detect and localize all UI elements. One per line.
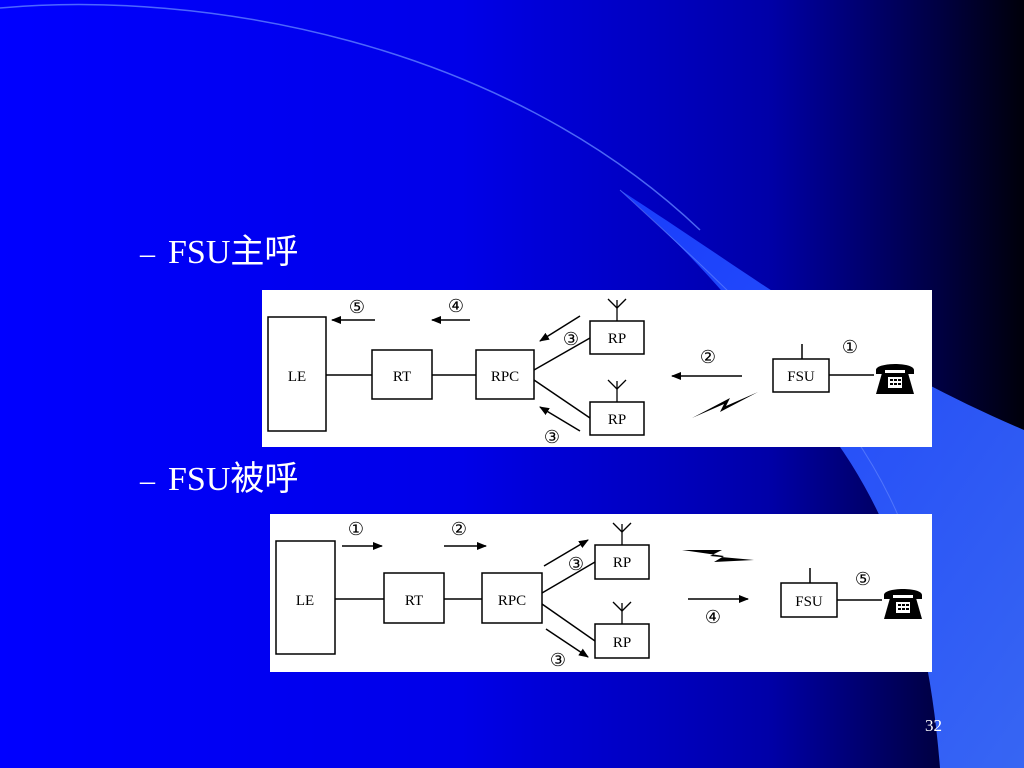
step-5-label: ⑤ bbox=[349, 297, 365, 317]
rp-top-label: RP bbox=[608, 331, 626, 347]
le-box bbox=[275, 540, 336, 655]
diagram-fsu-originating: LE RT RPC RP RP FSU ⑤ ④ ③ ③ ② ① bbox=[262, 290, 932, 447]
step-4-label: ④ bbox=[448, 296, 464, 316]
step-1-label: ① bbox=[842, 337, 858, 357]
step-2-label: ② bbox=[700, 347, 716, 367]
bullet-fsu-originating: –FSU主呼 bbox=[140, 236, 298, 270]
rpc-label: RPC bbox=[491, 369, 519, 385]
step-3-label: ③ bbox=[568, 554, 584, 574]
bullet-fsu-terminating: –FSU被呼 bbox=[140, 463, 298, 497]
fsu-label: FSU bbox=[787, 369, 815, 385]
le-box bbox=[267, 316, 327, 432]
lightning-icon bbox=[692, 392, 758, 418]
le-label: LE bbox=[288, 369, 306, 385]
step-3-label: ③ bbox=[563, 329, 579, 349]
antenna-icon bbox=[612, 601, 632, 624]
diagram-2-canvas: LE RT RPC RP RP FSU ① ② ③ ③ ④ ⑤ bbox=[275, 519, 922, 670]
step-5-label: ⑤ bbox=[855, 569, 871, 589]
le-label: LE bbox=[296, 593, 314, 609]
telephone-icon bbox=[876, 364, 914, 394]
rt-box bbox=[383, 572, 445, 624]
diagram-fsu-terminating: LE RT RPC RP RP FSU ① ② ③ ③ ④ ⑤ bbox=[270, 514, 932, 672]
bullet-text: FSU主呼 bbox=[168, 234, 299, 271]
step-4-label: ④ bbox=[705, 607, 721, 627]
step-3-label: ③ bbox=[544, 427, 560, 447]
step-1-label: ① bbox=[348, 519, 364, 539]
step-3-label: ③ bbox=[550, 650, 566, 670]
rt-label: RT bbox=[393, 369, 411, 385]
fsu-label: FSU bbox=[795, 594, 823, 610]
page-number: 32 bbox=[925, 716, 942, 735]
rp-top-label: RP bbox=[613, 555, 631, 571]
antenna-icon bbox=[607, 379, 627, 402]
telephone-icon bbox=[884, 589, 922, 619]
diagram-1-canvas: LE RT RPC RP RP FSU ⑤ ④ ③ ③ ② ① bbox=[267, 296, 914, 447]
bullet-text: FSU被呼 bbox=[168, 461, 299, 498]
bullet-dash: – bbox=[140, 237, 155, 270]
bullet-dash: – bbox=[140, 464, 155, 497]
rt-label: RT bbox=[405, 593, 423, 609]
rpc-box bbox=[481, 572, 543, 624]
rp-bottom-label: RP bbox=[613, 635, 631, 651]
antenna-icon bbox=[612, 522, 632, 545]
lightning-icon bbox=[682, 550, 754, 562]
rp-bottom-label: RP bbox=[608, 412, 626, 428]
antenna-icon bbox=[607, 298, 627, 321]
step-2-label: ② bbox=[451, 519, 467, 539]
rpc-label: RPC bbox=[498, 593, 526, 609]
